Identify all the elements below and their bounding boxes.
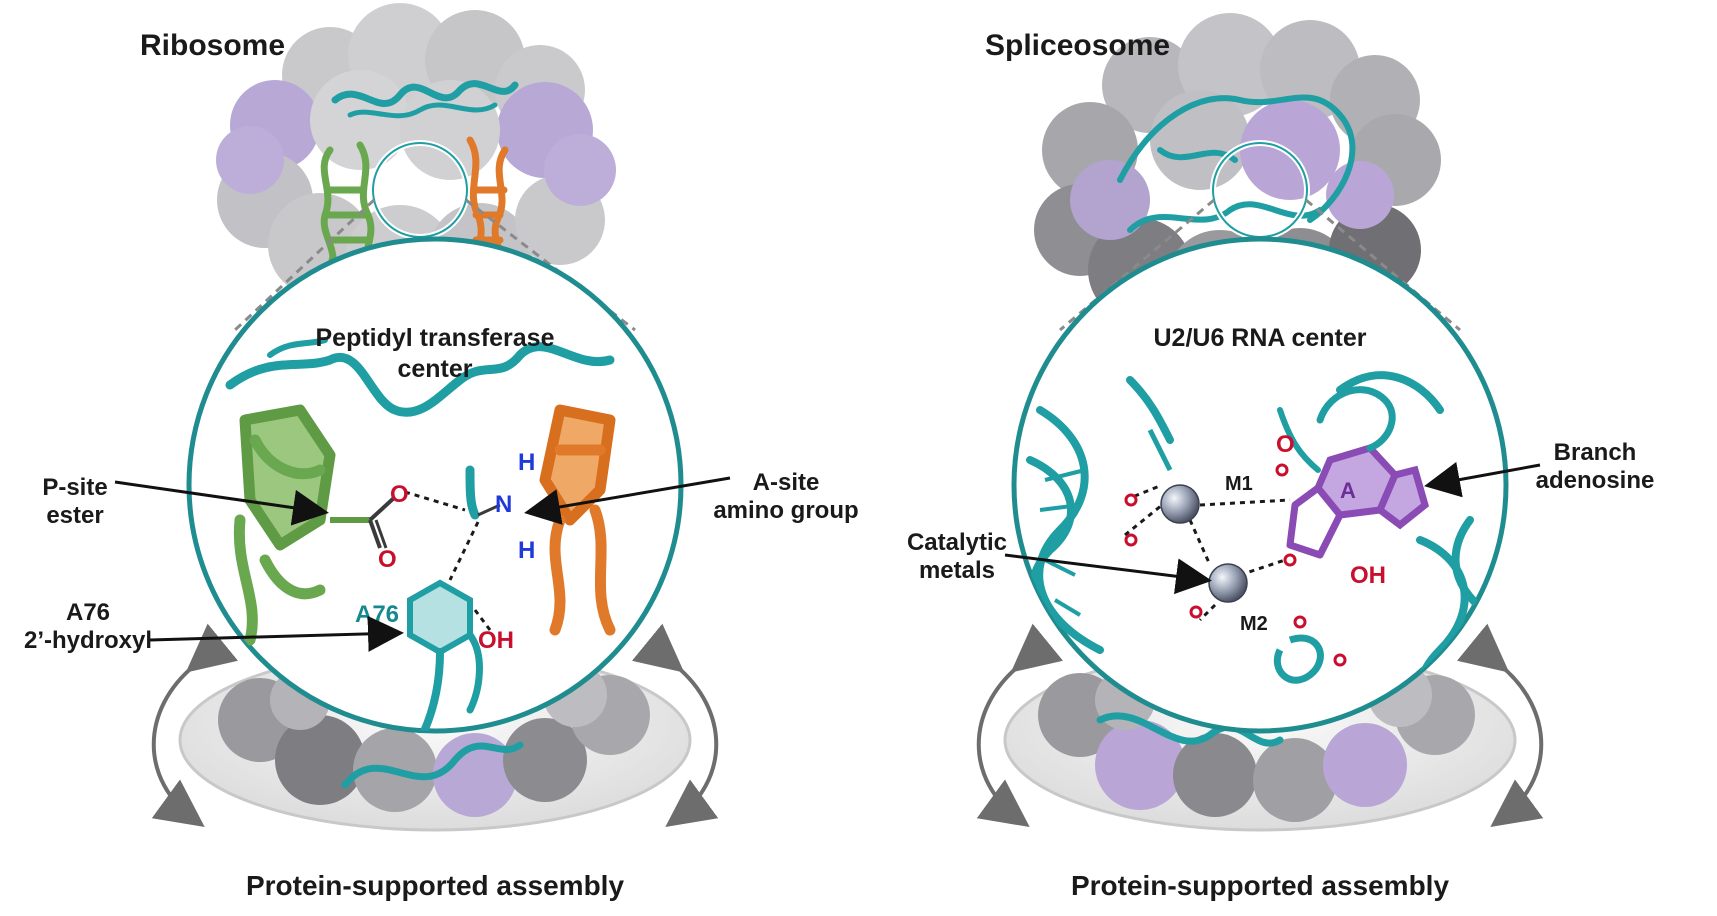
- branch-callout-arrow: [1424, 461, 1541, 498]
- p-site-label-line2: ester: [46, 502, 103, 529]
- p-site-callout-arrow: [114, 480, 329, 526]
- a76-callout-arrow: [149, 615, 404, 652]
- spliceosome-panel: M1 M2 A OH O U2/U6 RNA center Branch ade…: [907, 13, 1654, 901]
- metal-ion-m1: [1160, 484, 1200, 524]
- hbond-ester-to-amine: [404, 490, 466, 512]
- spliceosome-rotation-arrow-left: [976, 623, 1064, 828]
- a-site-callout-arrow: [524, 476, 731, 525]
- amine-nitrogen: N: [495, 491, 512, 518]
- spliceosome-title: Spliceosome: [985, 29, 1170, 62]
- ribosome-assembly-rna: [341, 741, 524, 789]
- ptc-rrna-backbone: [225, 342, 615, 417]
- a76-ring: [407, 579, 473, 656]
- lower-phosphate-loop: [1273, 634, 1324, 684]
- ribosome-rrna-top: [331, 80, 519, 107]
- spliceosome-assembly-rna: [1096, 712, 1284, 747]
- u2-u6-center-title: U2/U6 RNA center: [1153, 324, 1366, 352]
- catalytic-metals-callout-arrow: [1004, 553, 1212, 595]
- branch-adenosine-structure: [1286, 444, 1430, 559]
- ptc-title-line2: center: [397, 355, 472, 383]
- spliceosome-zoom-line-right: [1305, 198, 1461, 332]
- spliceosome-rotation-arrow-right: [1456, 623, 1544, 828]
- rotation-arrow-right: [631, 623, 719, 828]
- ribosome-rrna-strand: [347, 102, 498, 119]
- ribosome-assembly-proteins: [218, 663, 650, 817]
- ester-oxygen-bottom: O: [378, 546, 397, 573]
- carbonyl-bond: [368, 495, 397, 522]
- ribosome-zoom-line-left: [233, 198, 376, 332]
- m2-label: M2: [1240, 613, 1268, 635]
- catalytic-label-line1: Catalytic: [907, 529, 1007, 556]
- coordinating-oxygens: [1124, 463, 1347, 667]
- spliceosome-bottom-caption: Protein-supported assembly: [1071, 870, 1450, 901]
- ptc-title-line1: Peptidyl transferase: [316, 324, 555, 352]
- branch-label-line2: adenosine: [1536, 467, 1655, 494]
- hbond-amine-to-a76: [448, 521, 480, 581]
- ester-oxygen-top: O: [390, 481, 409, 508]
- a76-hydroxyl-label: OH: [478, 627, 514, 654]
- metal-ion-m2: [1208, 563, 1248, 603]
- a-site-label-line2: amino group: [713, 497, 858, 524]
- ribosome-title: Ribosome: [140, 29, 285, 62]
- m1-m2-bond: [1188, 519, 1212, 566]
- catalytic-label-line2: metals: [919, 557, 995, 584]
- spliceosome-assembly-proteins: [1038, 663, 1475, 822]
- u2-u6-zoom-circle: [1011, 236, 1509, 734]
- rotation-arrow-left: [151, 623, 239, 828]
- branch-label-line1: Branch: [1554, 439, 1637, 466]
- ribosome-panel: O O N H H A76 OH Peptidyl transferase ce…: [24, 3, 859, 901]
- branch-ring-label: A: [1340, 478, 1356, 503]
- m1-label: M1: [1225, 473, 1253, 495]
- branch-hydroxyl-label: OH: [1350, 562, 1386, 589]
- a76-ring-label: A76: [355, 601, 399, 628]
- a76-label-line2: 2’-hydroxyl: [24, 627, 152, 654]
- carbonyl-oxygen-label: O: [1276, 431, 1295, 458]
- p-site-label-line1: P-site: [42, 474, 107, 501]
- a-site-label-line1: A-site: [753, 469, 820, 496]
- a76-label-line1: A76: [66, 599, 110, 626]
- spliceosome-zoom-line-left: [1059, 198, 1215, 332]
- ribosome-zoom-line-right: [465, 198, 636, 332]
- ribosome-bottom-caption: Protein-supported assembly: [246, 870, 625, 901]
- amine-hydrogen-bottom: H: [518, 537, 535, 564]
- amine-hydrogen-top: H: [518, 449, 535, 476]
